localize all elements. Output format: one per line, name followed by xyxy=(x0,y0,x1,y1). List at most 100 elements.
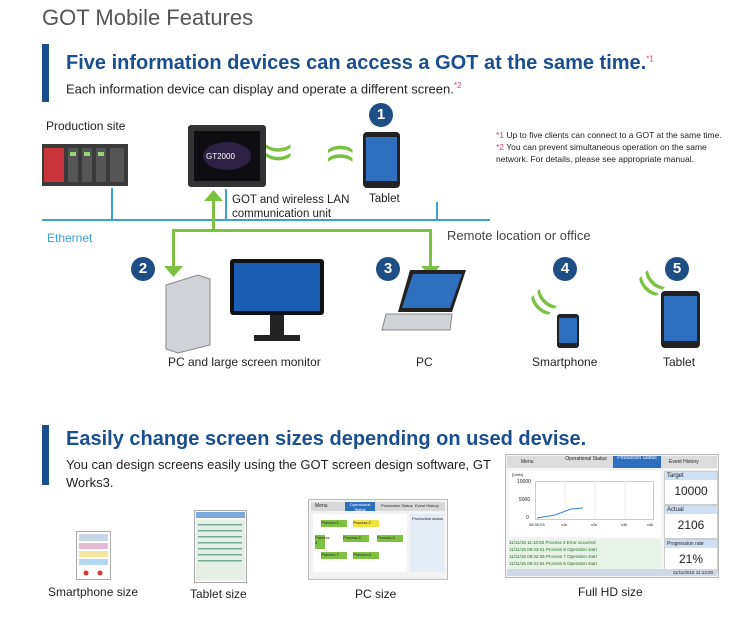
x-tick: x1k xyxy=(561,522,568,527)
heading-note-mark: *1 xyxy=(646,54,654,64)
production-site-label: Production site xyxy=(46,119,126,133)
footnote-2: *2 You can prevent simultaneous operatio… xyxy=(496,141,726,165)
pc-side-label: Production status xyxy=(412,516,443,521)
fullhd-size-label: Full HD size xyxy=(578,585,643,599)
section1-subtitle-text: Each information device can display and … xyxy=(66,81,454,97)
y-tick: 10000 xyxy=(517,479,531,485)
pc-screen-thumb: Menu Operational Status Production Statu… xyxy=(308,499,448,580)
badge-3: 3 xyxy=(376,257,400,281)
pc-label: PC xyxy=(416,355,433,369)
pc-monitor-image xyxy=(165,259,324,354)
tablet-image xyxy=(661,291,700,348)
ethernet-drop xyxy=(111,188,113,220)
section2-heading: Easily change screen sizes depending on … xyxy=(66,428,587,450)
x-tick: 08:30:03 xyxy=(529,522,545,527)
fullhd-screen-thumb: Menu Operational Status Production Statu… xyxy=(505,454,719,578)
link-line xyxy=(172,229,432,232)
arrow-down-icon xyxy=(164,266,183,277)
pc-tab-operational: Operational Status xyxy=(345,502,375,512)
pc-thumb-process-area: Process 1 Process 2 Process 4 Process 5 … xyxy=(313,514,407,572)
process-box: Process 4 xyxy=(315,535,329,549)
fullhd-tabs: Menu Operational Status Production Statu… xyxy=(507,456,717,468)
badge-4: 4 xyxy=(553,257,577,281)
ethernet-drop xyxy=(436,202,438,220)
fullhd-tab-production: Production Status xyxy=(613,456,661,468)
footer-date: 11/11/2015 11:13:00 xyxy=(672,570,713,575)
chart-unit-label: [Units] xyxy=(512,472,524,477)
laptop-image xyxy=(381,270,466,331)
target-value: 10000 xyxy=(674,484,708,498)
got-device-image xyxy=(188,125,266,187)
section1-subtitle: Each information device can display and … xyxy=(66,81,461,96)
footnote-1-mark: *1 xyxy=(496,130,505,140)
process-box: Process 8 xyxy=(353,552,379,559)
remote-label: Remote location or office xyxy=(447,228,591,243)
target-box: Target 10000 xyxy=(664,471,718,505)
process-box: Process 2 xyxy=(353,520,379,527)
chart-plot xyxy=(535,481,654,520)
event-row: 11/11/15 08:31:54 Process 6 Operation st… xyxy=(509,561,597,566)
smartphone-image xyxy=(557,314,579,348)
ethernet-line xyxy=(42,219,490,221)
fullhd-tab-events: Event History xyxy=(669,459,699,465)
tablet-screen-thumb xyxy=(194,510,247,583)
footnote-2-text: You can prevent simultaneous operation o… xyxy=(496,142,707,164)
fullhd-chart-area: [Units] 10000 5000 0 08:30:03 x1k x2k x3… xyxy=(509,471,661,537)
pc-tab-production: Production Status xyxy=(381,503,413,508)
wireless-signal-icon: )) xyxy=(265,144,296,162)
tablet-top-label: Tablet xyxy=(369,193,400,205)
fullhd-metrics: Target 10000 Actual 2106 Progression rat… xyxy=(664,471,718,573)
pc-tab-menu: Menu xyxy=(315,503,328,509)
actual-label: Actual xyxy=(665,506,717,514)
footnote-1: *1 Up to five clients can connect to a G… xyxy=(496,129,746,141)
event-row: 11/11/15 11:10:52 Process 2 Error occurr… xyxy=(509,540,596,545)
y-tick: 5000 xyxy=(519,497,531,503)
fullhd-tab-menu: Menu xyxy=(521,459,534,465)
process-box: Process 6 xyxy=(377,535,403,542)
fullhd-footer: 11/11/2015 11:13:00 xyxy=(507,569,717,576)
pc-monitor-label: PC and large screen monitor xyxy=(168,355,321,369)
link-line xyxy=(172,229,175,269)
wireless-signal-icon: (( xyxy=(523,285,558,319)
badge-2: 2 xyxy=(131,257,155,281)
plc-rack-image xyxy=(42,144,128,186)
tablet-label: Tablet xyxy=(663,355,696,369)
wireless-signal-icon: (( xyxy=(327,144,358,162)
y-tick: 0 xyxy=(526,515,529,521)
fullhd-tab-operational: Operational Status xyxy=(565,456,607,462)
link-line xyxy=(429,229,432,269)
ethernet-label: Ethernet xyxy=(47,231,93,245)
x-tick: x4k xyxy=(647,522,654,527)
x-tick: x3k xyxy=(621,522,628,527)
got-screen-logo: GT2000 xyxy=(206,152,235,161)
section-bar xyxy=(42,44,49,102)
smartphone-screen-thumb xyxy=(76,531,111,580)
pc-thumb-side-panel: Production status xyxy=(410,514,444,572)
x-tick: x2k xyxy=(591,522,598,527)
tablet-size-label: Tablet size xyxy=(190,587,247,601)
fullhd-event-list: 11/11/15 11:10:52 Process 2 Error occurr… xyxy=(509,539,661,569)
section1-heading-text: Five information devices can access a GO… xyxy=(66,52,647,74)
smartphone-size-label: Smartphone size xyxy=(48,585,139,599)
got-unit-label-text: GOT and wireless LAN communication unit xyxy=(232,194,350,220)
badge-1: 1 xyxy=(369,103,393,127)
tablet-image xyxy=(363,132,400,188)
rate-box: Progression rate 21% xyxy=(664,539,718,573)
actual-value: 2106 xyxy=(677,518,705,532)
link-line xyxy=(212,196,215,230)
badge-5: 5 xyxy=(665,257,689,281)
got-unit-label: GOT and wireless LAN communication unit xyxy=(232,193,382,221)
target-label: Target xyxy=(665,472,717,480)
process-box: Process 7 xyxy=(321,552,347,559)
actual-box: Actual 2106 xyxy=(664,505,718,539)
footnote-2-mark: *2 xyxy=(496,142,505,152)
arrow-up-icon xyxy=(204,190,223,201)
process-box: Process 1 xyxy=(321,520,347,527)
pc-thumb-tabs: Menu Operational Status Production Statu… xyxy=(311,502,445,512)
pc-size-label: PC size xyxy=(355,587,397,601)
pc-tab-events: Event History xyxy=(415,503,439,508)
section-bar xyxy=(42,425,49,485)
event-row: 11/11/15 08:32:26 Process 7 Operation st… xyxy=(509,554,597,559)
ethernet-drop xyxy=(225,189,227,220)
footnote-1-text: Up to five clients can connect to a GOT … xyxy=(506,130,722,140)
